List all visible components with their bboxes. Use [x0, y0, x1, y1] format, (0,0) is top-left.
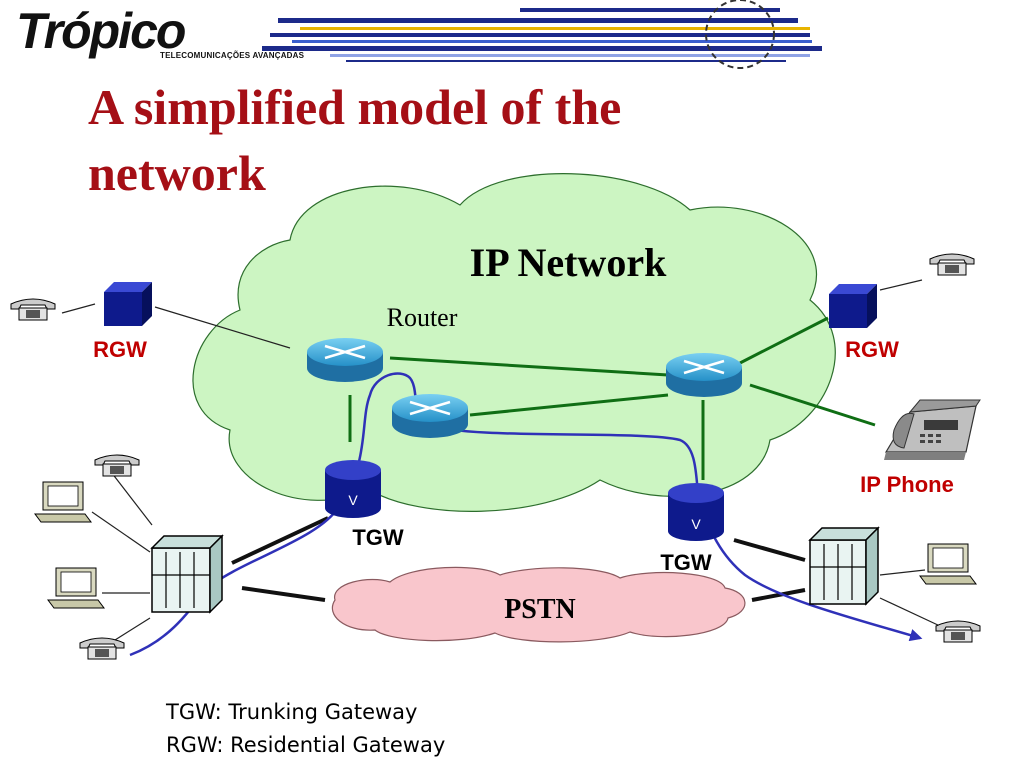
router-right — [666, 353, 742, 397]
tgw-right-marker: V — [691, 516, 701, 532]
computer-icon — [34, 481, 92, 523]
pbx-right — [808, 526, 880, 606]
computer-icon — [47, 567, 105, 609]
router-left — [307, 338, 383, 382]
ip-network-cloud — [192, 173, 836, 512]
telephone-icon — [929, 253, 975, 276]
pbx-left — [150, 534, 224, 614]
trunk-links — [231, 516, 806, 602]
rgw-left-label: RGW — [93, 337, 147, 362]
rgw-right-label: RGW — [845, 337, 899, 362]
ip-phone-label: IP Phone — [860, 472, 954, 497]
logo-wordmark: Trópico — [16, 3, 186, 59]
router-label: Router — [387, 303, 458, 332]
legend-tgw: TGW: Trunking Gateway — [166, 700, 418, 724]
telephone-icon — [79, 637, 125, 660]
tgw-right-gateway: V — [668, 483, 724, 541]
router-middle — [392, 394, 468, 438]
telephone-icon — [935, 620, 981, 643]
tgw-left-marker: V — [348, 492, 358, 508]
ip-phone-icon — [884, 399, 981, 460]
pstn-label: PSTN — [504, 594, 576, 625]
tgw-left-gateway: V — [325, 460, 381, 518]
tgw-left-label: TGW — [352, 525, 404, 550]
telephone-icon — [10, 298, 56, 321]
rgw-left-cube — [104, 282, 152, 326]
tgw-right-label: TGW — [660, 550, 712, 575]
telephone-icon — [94, 454, 140, 477]
computer-icon — [919, 543, 977, 585]
slide-title: A simplified model of the network — [88, 79, 622, 201]
logo-tagline: TELECOMUNICAÇÕES AVANÇADAS — [160, 51, 305, 60]
ip-network-label: IP Network — [470, 240, 667, 285]
pstn-cloud — [331, 566, 746, 643]
logo-graphic — [262, 0, 822, 69]
backbone-links — [348, 316, 876, 480]
legend-rgw: RGW: Residential Gateway — [166, 733, 446, 757]
rgw-right-cube — [829, 284, 877, 328]
access-links — [61, 279, 941, 641]
